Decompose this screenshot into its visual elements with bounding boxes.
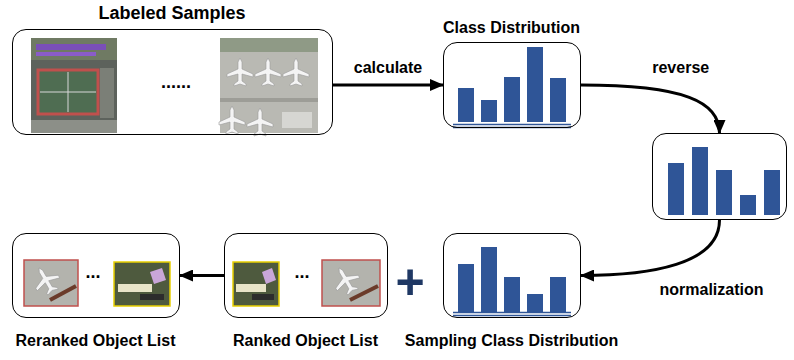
illustration-part (283, 58, 309, 86)
illustration-part (252, 294, 274, 300)
edge-label: reverse (650, 59, 711, 77)
box-heading: Ranked Object List (233, 332, 378, 350)
airport-image (219, 38, 318, 136)
arrow-connector (180, 274, 224, 277)
illustration-part (114, 262, 170, 306)
process-box: Reranked Object List... (12, 233, 180, 318)
illustration-part (255, 58, 281, 86)
illustration-part (40, 92, 96, 93)
illustration-part (36, 52, 96, 56)
aerial-image (31, 38, 117, 133)
illustration-part (458, 264, 474, 312)
illustration-part (24, 260, 78, 306)
illustration-part (668, 163, 684, 215)
illustration-part (481, 247, 497, 312)
illustration-part (150, 268, 166, 284)
illustration-part (764, 170, 780, 215)
illustration-part (262, 268, 276, 284)
illustration-part (118, 284, 152, 292)
illustration-part (527, 47, 543, 122)
box-heading: Class Distribution (443, 19, 580, 37)
illustration-part (740, 195, 756, 215)
illustration-part (716, 170, 732, 215)
illustration-part (100, 68, 114, 118)
illustration-part (550, 78, 566, 122)
bar-chart (668, 147, 780, 215)
illustration-part (31, 120, 117, 133)
box-heading: Labeled Samples (98, 3, 245, 24)
ellipsis-text: ... (294, 262, 309, 283)
illustration-part (550, 277, 566, 312)
illustration-part (350, 286, 378, 300)
object-thumbnail (322, 260, 380, 306)
illustration-part (31, 38, 117, 133)
plus-sign: + (395, 257, 424, 307)
illustration-part (481, 100, 497, 122)
edge-label: normalization (657, 281, 765, 299)
illustration-part (453, 124, 571, 126)
illustration-part (527, 294, 543, 312)
object-thumbnail (24, 260, 78, 306)
bar-chart (453, 47, 571, 128)
illustration-part (453, 312, 571, 314)
arrow-connector (581, 220, 720, 276)
object-thumbnail (233, 262, 279, 306)
illustration-part (328, 261, 365, 298)
illustration-part (227, 58, 253, 86)
illustration-part (31, 38, 117, 60)
ellipsis-text: ...... (161, 72, 191, 93)
illustration-part (692, 147, 708, 215)
process-box: Class Distribution (443, 42, 581, 128)
illustration-part (322, 260, 380, 306)
process-box: Ranked Object List... (224, 233, 388, 318)
box-heading: Sampling Class Distribution (405, 332, 618, 350)
box-heading: Reranked Object List (15, 332, 175, 350)
arrow-connector (333, 84, 443, 87)
illustration-part (219, 106, 245, 134)
illustration-part (236, 284, 266, 292)
bar-chart (453, 247, 571, 316)
illustration-part (36, 44, 106, 50)
illustration-part (453, 315, 571, 317)
illustration-part (504, 277, 520, 312)
arrow-connector (581, 85, 720, 133)
illustration-part (220, 98, 318, 102)
object-thumbnail (114, 262, 170, 306)
illustration-part (140, 294, 164, 300)
illustration-part (504, 77, 520, 122)
illustration-part (247, 108, 273, 136)
edge-label: calculate (352, 59, 424, 77)
illustration-part (220, 38, 318, 52)
illustration-part (50, 286, 76, 300)
illustration-part (220, 38, 318, 133)
process-box: Sampling Class Distribution (443, 233, 581, 318)
illustration-part (282, 112, 312, 128)
process-box (652, 133, 787, 220)
process-box: Labeled Samples...... (12, 29, 333, 135)
illustration-part (38, 70, 98, 114)
illustration-part (233, 262, 279, 306)
ellipsis-text: ... (85, 262, 100, 283)
illustration-part (458, 88, 474, 122)
